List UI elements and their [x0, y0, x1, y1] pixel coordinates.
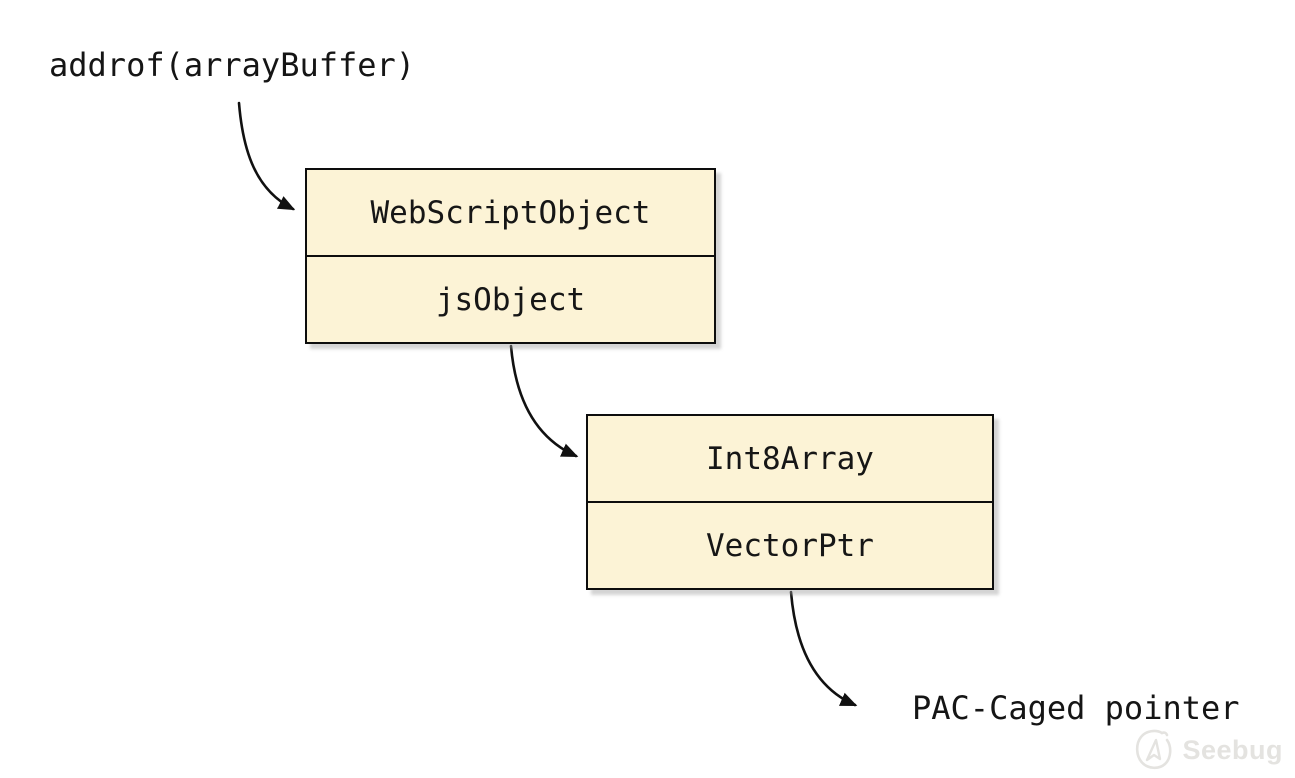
pac-caged-pointer-label: PAC-Caged pointer — [912, 689, 1240, 727]
vectorptr-cell: VectorPtr — [706, 527, 874, 564]
arrow-addrof-to-webscriptobject — [237, 101, 296, 211]
addrof-label: addrof(arrayBuffer) — [49, 46, 416, 84]
webscriptobject-box: WebScriptObject jsObject — [305, 168, 716, 344]
seebug-logo-icon — [1136, 729, 1172, 770]
int8array-cell: Int8Array — [588, 416, 992, 503]
webscriptobject-cell: WebScriptObject — [307, 170, 714, 257]
seebug-watermark-text: Seebug — [1182, 734, 1283, 765]
arrow-vectorptr-to-pac — [789, 590, 858, 707]
int8array-box: Int8Array VectorPtr — [586, 414, 994, 590]
jsobject-cell: jsObject — [435, 281, 586, 318]
arrow-jsobject-to-int8array — [509, 344, 579, 458]
seebug-watermark: Seebug — [1134, 728, 1283, 772]
